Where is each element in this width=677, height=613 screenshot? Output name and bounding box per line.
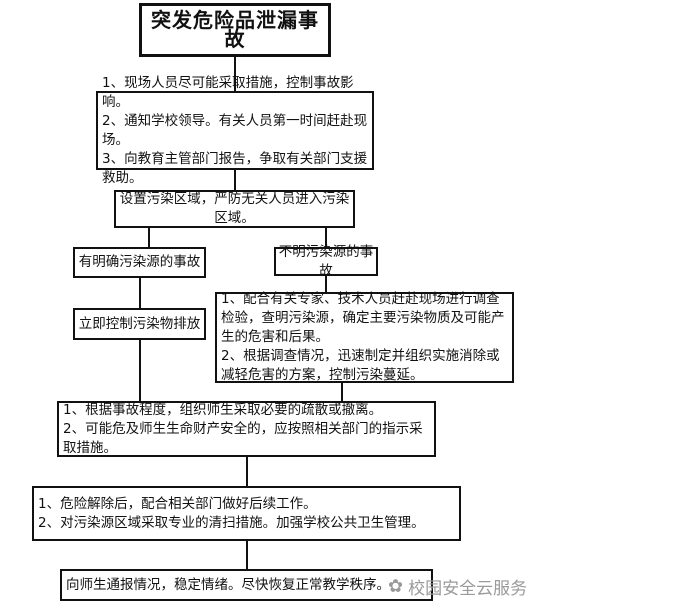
connector bbox=[341, 383, 343, 401]
connector bbox=[139, 340, 141, 401]
step-line: 2、可能危及师生生命财产安全的，应按照相关部门的指示采取措施。 bbox=[63, 420, 423, 456]
wechat-icon: ✿ bbox=[388, 576, 404, 597]
connector bbox=[234, 170, 236, 190]
connector bbox=[148, 228, 150, 247]
step-line: 1、危险解除后，配合相关部门做好后续工作。 bbox=[38, 495, 317, 512]
step-line: 1、根据事故程度，组织师生采取必要的疏散或撤离。 bbox=[63, 401, 383, 418]
step-line: 1、配合有关专家、技术人员赶赴现场进行调查检验，查明污染源，确定主要污染物质及可… bbox=[221, 291, 505, 345]
investigation-box: 1、配合有关专家、技术人员赶赴现场进行调查检验，查明污染源，确定主要污染物质及可… bbox=[215, 291, 514, 383]
step-line: 3、向教育主管部门报告，争取有关部门支援救助。 bbox=[102, 150, 368, 186]
connector bbox=[325, 276, 327, 292]
connector bbox=[246, 541, 248, 569]
step-line: 向师生通报情况，稳定情绪。尽快恢复正常教学秩序。 bbox=[66, 576, 390, 593]
step-line: 2、对污染源区域采取专业的清扫措施。加强学校公共卫生管理。 bbox=[38, 514, 425, 531]
flowchart-title-box: 突发危险品泄漏事故 bbox=[139, 3, 331, 57]
known-source-box: 有明确污染源的事故 bbox=[73, 247, 206, 278]
watermark-text: 校园安全云服务 bbox=[408, 579, 528, 599]
unknown-source-box: 不明污染源的事故 bbox=[274, 244, 378, 279]
contamination-zone-box: 设置污染区域，严防无关人员进入污染区域。 bbox=[114, 190, 355, 228]
watermark: ✿ 校园安全云服务 bbox=[388, 574, 527, 599]
connector bbox=[246, 457, 248, 486]
control-emission-box: 立即控制污染物排放 bbox=[73, 308, 206, 340]
step-line: 2、通知学校领导。有关人员第一时间赶赴现场。 bbox=[102, 112, 368, 148]
initial-response-box: 1、现场人员尽可能采取措施，控制事故影响。 2、通知学校领导。有关人员第一时间赶… bbox=[96, 75, 374, 186]
connector bbox=[139, 278, 141, 308]
connector bbox=[234, 57, 236, 91]
step-line: 2、根据调查情况，迅速制定并组织实施消除或减轻危害的方案，控制污染蔓延。 bbox=[221, 348, 500, 383]
restore-order-box: 向师生通报情况，稳定情绪。尽快恢复正常教学秩序。 bbox=[60, 569, 433, 601]
step-line: 1、现场人员尽可能采取措施，控制事故影响。 bbox=[102, 74, 354, 110]
aftermath-box: 1、危险解除后，配合相关部门做好后续工作。 2、对污染源区域采取专业的清扫措施。… bbox=[32, 486, 461, 541]
evacuation-box: 1、根据事故程度，组织师生采取必要的疏散或撤离。 2、可能危及师生生命财产安全的… bbox=[57, 401, 436, 457]
connector bbox=[325, 228, 327, 247]
